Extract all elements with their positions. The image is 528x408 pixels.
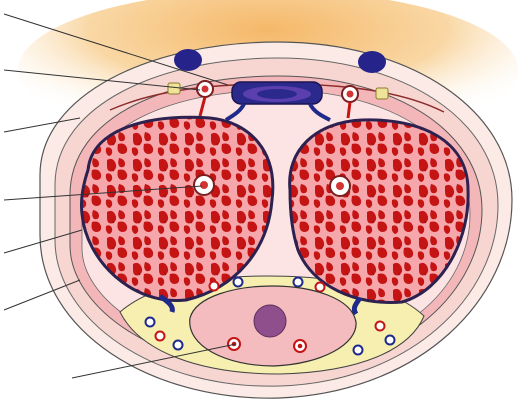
dorsal-artery-right [342, 86, 358, 102]
corpus-cavernosum-right [290, 120, 468, 303]
superficial-dorsal-vein-right [358, 51, 386, 73]
superficial-dorsal-vein-left [174, 49, 202, 71]
urethra [254, 305, 286, 337]
deep-dorsal-vein [232, 82, 322, 104]
dorsal-artery-left [197, 81, 213, 97]
dorsal-nerve-left [168, 83, 180, 94]
dorsal-nerve-right [376, 88, 388, 99]
